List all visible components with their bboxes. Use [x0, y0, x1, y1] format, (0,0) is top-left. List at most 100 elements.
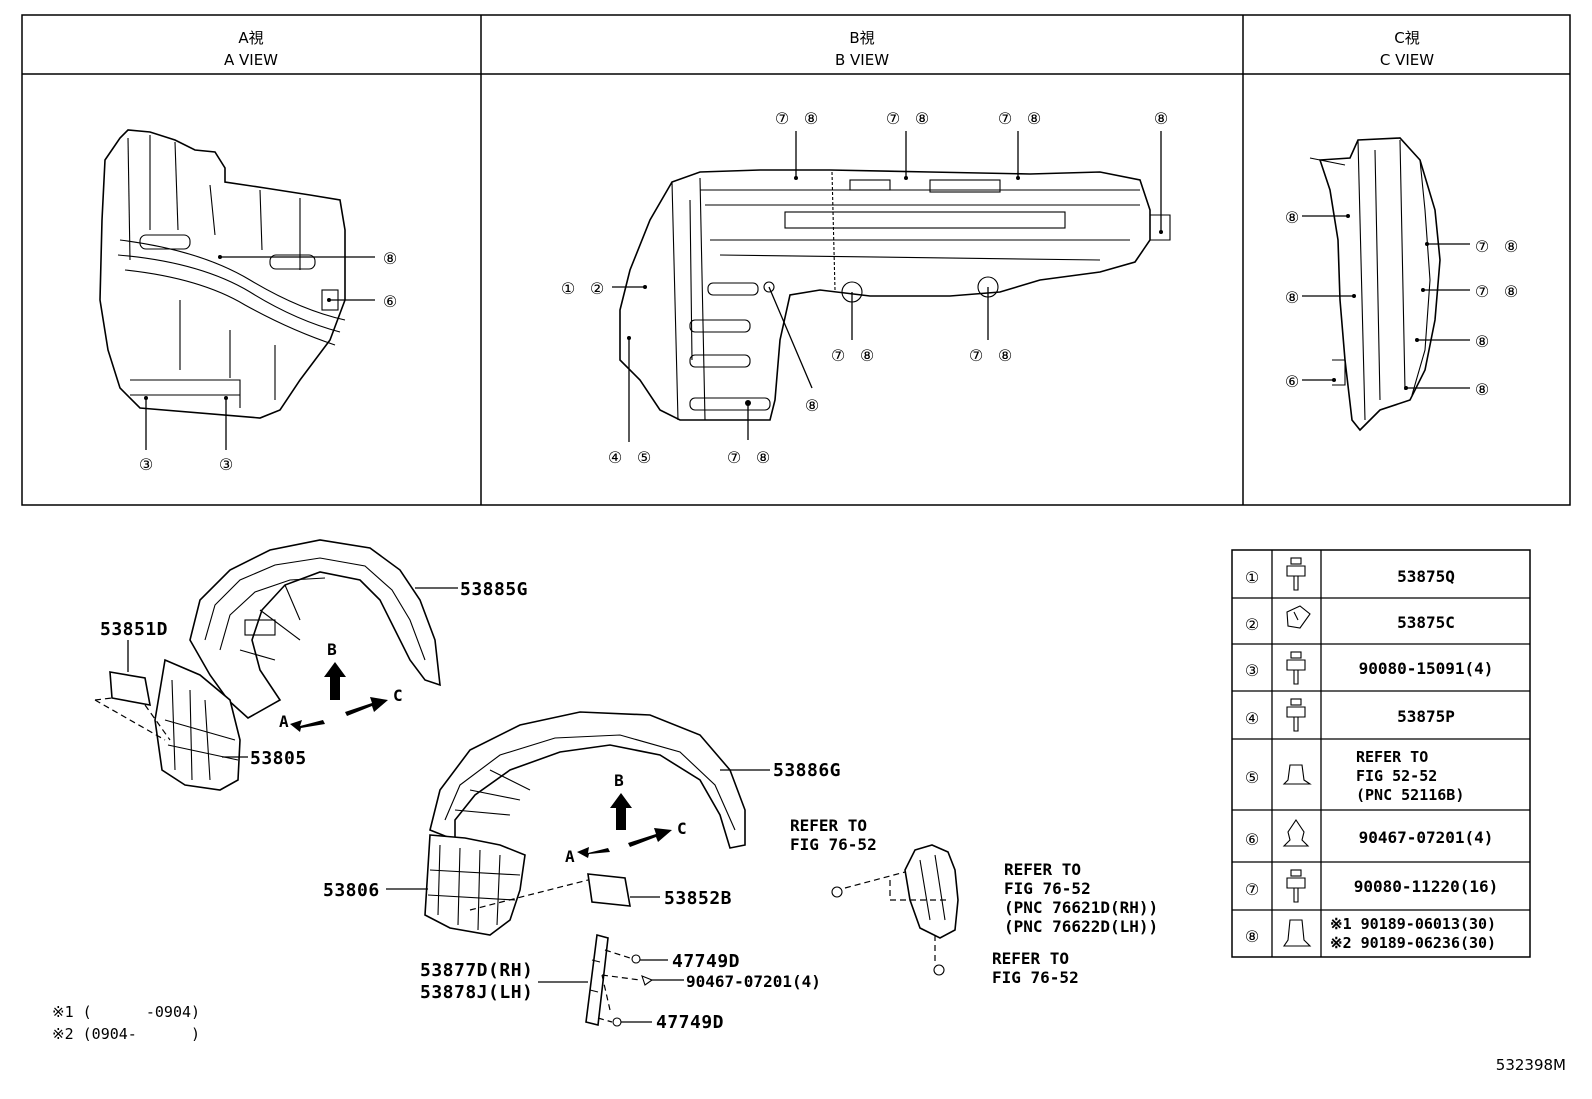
callout-8: ⑧	[1504, 237, 1518, 256]
a-view-title-jp: A視	[238, 29, 263, 47]
figure-id: 532398M	[1496, 1056, 1566, 1074]
callout-7: ⑦	[969, 346, 983, 365]
seal-plate-53851D	[94, 671, 171, 741]
refer-label-1-line2: FIG 76-52	[790, 835, 877, 854]
callout-4: ④	[608, 448, 622, 467]
callout-8: ⑧	[1027, 109, 1041, 128]
legend-text-4: 53875P	[1397, 707, 1455, 726]
callout-8: ⑧	[1285, 208, 1299, 227]
callout-7: ⑦	[831, 346, 845, 365]
legend-text-2: 53875C	[1397, 613, 1455, 632]
a-view-drawing	[99, 129, 346, 419]
seal-plate-53852B	[469, 873, 631, 911]
refer-label-3-line1: REFER TO	[992, 949, 1069, 968]
mudflap-refer	[831, 844, 959, 976]
legend-text-3: 90080-15091(4)	[1359, 659, 1494, 678]
callout-6: ⑥	[1285, 372, 1299, 391]
part-label-53852B: 53852B	[664, 888, 732, 909]
callout-3: ③	[139, 455, 153, 474]
callout-8: ⑧	[915, 109, 929, 128]
part-label-90467-07201: 90467-07201(4)	[686, 972, 821, 991]
legend-num-7: ⑦	[1245, 880, 1259, 899]
callout-8: ⑧	[998, 346, 1012, 365]
callout-7: ⑦	[775, 109, 789, 128]
refer-label-2-line3: (PNC 76621D(RH))	[1004, 898, 1158, 917]
legend-text-1: 53875Q	[1397, 567, 1455, 586]
legend-text-6: 90467-07201(4)	[1359, 828, 1494, 847]
push-clip-icon	[1282, 764, 1312, 785]
part-label-47749D: 47749D	[656, 1012, 724, 1033]
mudguard-53806	[424, 834, 526, 936]
legend-icons	[1282, 557, 1312, 947]
callout-8: ⑧	[1504, 282, 1518, 301]
refer-label-2-line1: REFER TO	[1004, 860, 1081, 879]
b-view-leaders	[612, 131, 1162, 442]
callouts: ⑧ ⑥ ③ ③ ⑦ ⑧ ⑦ ⑧ ⑦ ⑧ ⑧ ① ② ⑧ ⑦ ⑧ ⑦ ⑧ ④ ⑤ …	[139, 109, 1518, 474]
view-frame	[21, 14, 1571, 506]
callout-7: ⑦	[998, 109, 1012, 128]
c-view-leaders	[1302, 215, 1470, 389]
c-view-title-jp: C視	[1394, 29, 1419, 47]
arrow-label-c: C	[677, 819, 687, 838]
fender-liner-53885G	[189, 539, 441, 719]
legend-num-5: ⑤	[1245, 768, 1259, 787]
part-label-53877D: 53877D(RH)	[420, 960, 533, 981]
direction-arrows-upper	[290, 662, 388, 732]
b-view-drawing	[619, 169, 1171, 421]
part-label-53806: 53806	[323, 880, 380, 901]
a-view-title-en: A VIEW	[224, 51, 278, 69]
callout-8: ⑧	[860, 346, 874, 365]
callout-8: ⑧	[805, 396, 819, 415]
callout-3: ③	[219, 455, 233, 474]
callout-7: ⑦	[727, 448, 741, 467]
direction-arrows-lower	[577, 793, 672, 858]
callout-7: ⑦	[1475, 282, 1489, 301]
c-view-title-en: C VIEW	[1380, 51, 1434, 69]
callout-8: ⑧	[1285, 288, 1299, 307]
a-view-leaders	[145, 256, 375, 450]
pin-clip-icon	[1282, 819, 1310, 847]
c-view-drawing	[1309, 137, 1441, 432]
part-label-53878J: 53878J(LH)	[420, 982, 533, 1003]
arrow-label-c: C	[393, 686, 403, 705]
clip-icon	[1286, 605, 1311, 629]
bracket-53877D	[585, 933, 654, 1027]
arrow-label-a: A	[565, 847, 575, 866]
arrow-label-b: B	[614, 771, 624, 790]
refer-label-2-line2: FIG 76-52	[1004, 879, 1091, 898]
callout-1: ①	[561, 279, 575, 298]
legend-text-8-line1: ※1 90189-06013(30)	[1330, 915, 1496, 933]
refer-label-1-line1: REFER TO	[790, 816, 867, 835]
legend-num-6: ⑥	[1245, 830, 1259, 849]
refer-label-2-line4: (PNC 76622D(LH))	[1004, 917, 1158, 936]
part-label-53886G: 53886G	[773, 760, 841, 781]
nut-icon	[1282, 919, 1312, 947]
bolt-icon	[1286, 869, 1306, 903]
legend-table-grid	[1231, 549, 1531, 958]
b-view-title-en: B VIEW	[835, 51, 889, 69]
b-view-title-jp: B視	[849, 29, 874, 47]
callout-6: ⑥	[383, 292, 397, 311]
legend-text-5-line2: FIG 52-52	[1356, 767, 1437, 785]
part-leaders	[127, 587, 770, 1023]
callout-7: ⑦	[886, 109, 900, 128]
refer-label-3-line2: FIG 76-52	[992, 968, 1079, 987]
callout-8: ⑧	[1475, 380, 1489, 399]
callout-7: ⑦	[1475, 237, 1489, 256]
callout-5: ⑤	[637, 448, 651, 467]
callout-8: ⑧	[1154, 109, 1168, 128]
callout-8: ⑧	[756, 448, 770, 467]
legend-text-8-line2: ※2 90189-06236(30)	[1330, 934, 1496, 952]
legend-text-7: 90080-11220(16)	[1354, 877, 1499, 896]
callout-8: ⑧	[383, 249, 397, 268]
legend-num-1: ①	[1245, 568, 1259, 587]
arrow-label-b: B	[327, 640, 337, 659]
bolt-icon	[1286, 651, 1306, 685]
legend-num-4: ④	[1245, 709, 1259, 728]
mudguard-53805	[154, 658, 241, 791]
part-label-53851D: 53851D	[100, 619, 168, 640]
footnote-2: ※2 (0904- )	[52, 1025, 200, 1043]
legend-num-3: ③	[1245, 661, 1259, 680]
part-label-53805: 53805	[250, 748, 307, 769]
legend-num-8: ⑧	[1245, 927, 1259, 946]
